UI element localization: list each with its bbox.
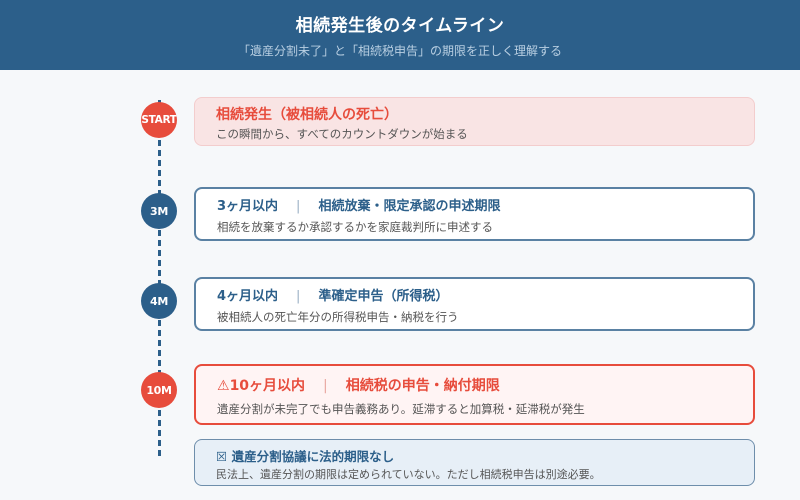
note-heading: ☒ 遺産分割協議に法的期限なし [216,446,394,465]
timeline-card-start: 相続発生（被相続人の死亡） この瞬間から、すべてのカウントダウンが始まる [194,97,755,146]
timeline-dashed-line [158,100,161,458]
timeline-card-4m: 4ヶ月以内 | 準確定申告（所得税） 被相続人の死亡年分の所得税申告・納税を行う [194,277,755,331]
card-title: 相続発生（被相続人の死亡） [216,107,398,123]
timeline-node-4m: 4M [141,283,177,319]
checkbox-x-icon: ☒ [216,449,228,464]
timeline-card-10m: ⚠10ヶ月以内 | 相続税の申告・納付期限 遺産分割が未完了でも申告義務あり。延滞す… [194,364,755,425]
card-description: 遺産分割が未完了でも申告義務あり。延滞すると加算税・延滞税が発生 [217,402,585,416]
card-heading: 4ヶ月以内 | 準確定申告（所得税） [217,285,448,304]
card-description: この瞬間から、すべてのカウントダウンが始まる [216,127,468,141]
card-separator: | [296,199,301,214]
card-description: 相続を放棄するか承認するかを家庭裁判所に申述する [217,220,493,234]
card-title: 相続放棄・限定承認の申述期限 [318,199,501,214]
card-title: 準確定申告（所得税） [318,289,449,304]
card-separator: | [296,289,301,304]
card-description: 被相続人の死亡年分の所得税申告・納税を行う [217,310,459,324]
note-description: 民法上、遺産分割の期限は定められていない。ただし相続税申告は別途必要。 [216,468,601,481]
header-banner: 相続発生後のタイムライン 「遺産分割未了」と「相続税申告」の期限を正しく理解する [0,0,800,70]
timeline-node-3m: 3M [141,193,177,229]
card-separator: | [323,378,328,394]
note-title: 遺産分割協議に法的期限なし [231,449,395,464]
timeline-node-10m: 10M [141,372,177,408]
note-card: ☒ 遺産分割協議に法的期限なし 民法上、遺産分割の期限は定められていない。ただし… [194,439,755,486]
timeline-node-start: START [141,102,177,138]
card-heading: ⚠10ヶ月以内 | 相続税の申告・納付期限 [217,375,500,395]
page-subtitle: 「遺産分割未了」と「相続税申告」の期限を正しく理解する [237,44,562,58]
card-heading: 3ヶ月以内 | 相続放棄・限定承認の申述期限 [217,195,500,214]
page-title: 相続発生後のタイムライン [295,16,505,36]
timeline-card-3m: 3ヶ月以内 | 相続放棄・限定承認の申述期限 相続を放棄するか承認するかを家庭裁判所… [194,187,755,241]
card-title: 相続税の申告・納付期限 [345,378,500,394]
card-period: 10ヶ月以内 [229,378,306,394]
warning-icon: ⚠ [217,378,230,394]
card-period: 4ヶ月以内 [217,289,279,304]
card-period: 3ヶ月以内 [217,199,279,214]
